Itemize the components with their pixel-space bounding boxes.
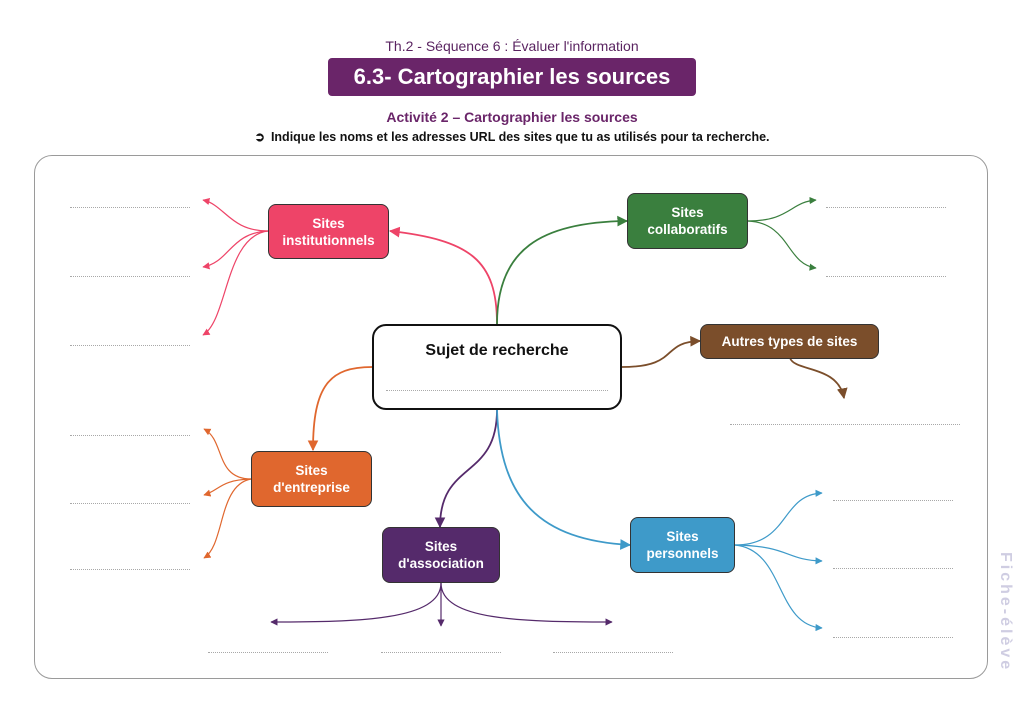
node-label-line2: institutionnels [282, 232, 375, 248]
answer-blank-institutionnels-2[interactable] [70, 276, 190, 277]
answer-blank-association-3[interactable] [553, 652, 673, 653]
node-label-line2: d'association [398, 556, 484, 571]
page-title: 6.3- Cartographier les sources [328, 58, 696, 96]
answer-blank-personnels-1[interactable] [833, 500, 953, 501]
connector-institutionnels-1 [202, 197, 269, 232]
central-node: Sujet de recherche [372, 324, 622, 410]
connector-autres-1 [789, 357, 848, 400]
node-autres-types-de-sites: Autres types de sites [700, 324, 879, 359]
connector-entreprise-2 [203, 478, 252, 497]
node-label-line2: collaboratifs [647, 222, 728, 237]
instruction: ➲ Indique les noms et les adresses URL de… [0, 129, 1024, 144]
node-sites-entreprise: Sites d'entreprise [251, 451, 372, 507]
connector-central-association [434, 409, 498, 529]
mindmap-frame [34, 155, 988, 679]
node-label-line2: d'entreprise [273, 480, 350, 495]
connector-central-personnels [496, 409, 632, 550]
answer-blank-autres-1[interactable] [730, 424, 960, 425]
connector-collaboratifs-2 [747, 220, 817, 271]
answer-blank-institutionnels-3[interactable] [70, 345, 190, 346]
central-answer-blank[interactable] [386, 390, 608, 391]
connector-central-autres [621, 335, 702, 368]
connector-institutionnels-2 [202, 230, 269, 270]
connector-institutionnels-3 [202, 230, 269, 336]
connector-personnels-2 [734, 544, 823, 565]
activity-title: Activité 2 – Cartographier les sources [386, 109, 638, 125]
node-label: Autres types de sites [721, 334, 858, 349]
answer-blank-personnels-3[interactable] [833, 637, 953, 638]
connector-entreprise-3 [203, 478, 252, 559]
node-label-line2: personnels [646, 546, 719, 561]
sequence-subtitle: Th.2 - Séquence 6 : Évaluer l'informatio… [385, 38, 639, 54]
connector-central-institutionnels [388, 226, 498, 325]
answer-blank-entreprise-3[interactable] [70, 569, 190, 570]
node-label-line1: Sites [312, 215, 345, 231]
node-label-line1: Sites [295, 463, 328, 478]
connector-personnels-3 [734, 544, 823, 632]
watermark-fiche-eleve: Fiche-élève [997, 552, 1014, 673]
connector-association-1 [270, 582, 442, 626]
node-label-line1: Sites [666, 529, 699, 544]
arrow-bullet-icon: ➲ [254, 130, 265, 144]
node-sites-association: Sites d'association [382, 527, 500, 583]
node-sites-personnels: Sites personnels [630, 517, 735, 573]
node-label-line1: Sites [424, 539, 458, 554]
answer-blank-entreprise-1[interactable] [70, 435, 190, 436]
connector-central-collaboratifs [496, 215, 629, 325]
answer-blank-collaboratifs-1[interactable] [826, 207, 946, 208]
connector-personnels-1 [734, 489, 823, 546]
node-sites-collaboratifs: Sites collaboratifs [627, 193, 748, 249]
answer-blank-association-2[interactable] [381, 652, 501, 653]
answer-blank-personnels-2[interactable] [833, 568, 953, 569]
connector-association-3 [440, 582, 613, 626]
central-node-label: Sujet de recherche [425, 342, 569, 359]
answer-blank-association-1[interactable] [208, 652, 328, 653]
node-label-line1: Sites [671, 205, 704, 220]
instruction-text: Indique les noms et les adresses URL des… [270, 130, 770, 144]
connector-entreprise-1 [203, 428, 252, 480]
answer-blank-institutionnels-1[interactable] [70, 207, 190, 208]
connector-collaboratifs-1 [747, 196, 817, 222]
connector-central-entreprise [307, 366, 373, 452]
answer-blank-entreprise-2[interactable] [70, 503, 190, 504]
answer-blank-collaboratifs-2[interactable] [826, 276, 946, 277]
